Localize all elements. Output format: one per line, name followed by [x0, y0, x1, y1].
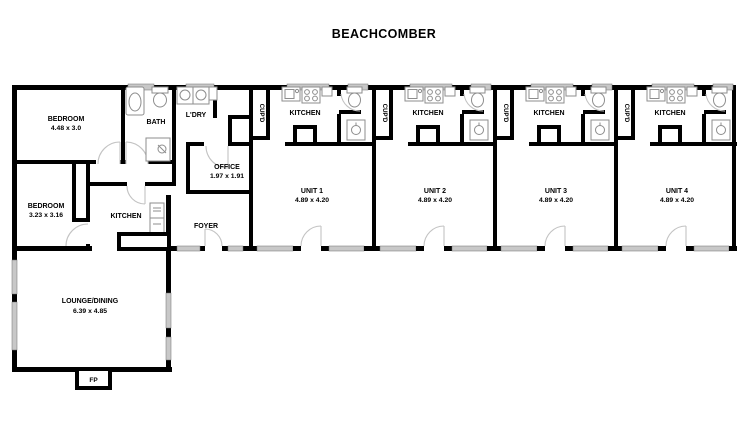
foyer-label: FOYER [194, 223, 218, 230]
lounge-dims: 6.39 x 4.85 [73, 308, 107, 315]
bedroom-1-dims: 4.48 x 3.0 [51, 125, 81, 132]
kitchen-fridge [149, 202, 165, 234]
fireplace-label: FP [89, 377, 98, 384]
doors [65, 141, 229, 247]
unit-3-kitchen-label: KITCHEN [533, 110, 564, 117]
unit-4-cupboard-label: CUP'D [623, 104, 629, 123]
unit-2-cupboard-label: CUP'D [381, 104, 387, 123]
unit-1-dims: 4.89 x 4.20 [295, 197, 329, 204]
lounge-label: LOUNGE/DINING [62, 298, 119, 305]
unit-1-label: UNIT 1 [301, 188, 323, 195]
unit-2-kitchen-label: KITCHEN [412, 110, 443, 117]
office-label: OFFICE [214, 164, 240, 171]
unit-1-kitchen-label: KITCHEN [289, 110, 320, 117]
unit-4-kitchen-label: KITCHEN [654, 110, 685, 117]
bath-label: BATH [147, 119, 166, 126]
kitchen-label: KITCHEN [110, 213, 141, 220]
unit-3-cupboard-label: CUP'D [502, 104, 508, 123]
unit-4-dims: 4.89 x 4.20 [660, 197, 694, 204]
bedroom-2-dims: 3.23 x 3.16 [29, 212, 63, 219]
unit-3-dims: 4.89 x 4.20 [539, 197, 573, 204]
kitchen-bench [117, 232, 171, 251]
bath-fixtures [125, 86, 171, 162]
windows [11, 83, 244, 361]
unit-2-dims: 4.89 x 4.20 [418, 197, 452, 204]
unit-2-label: UNIT 2 [424, 188, 446, 195]
laundry-label: L'DRY [186, 112, 207, 119]
unit-3-label: UNIT 3 [545, 188, 567, 195]
unit-4-label: UNIT 4 [666, 188, 688, 195]
laundry-fixtures [176, 86, 218, 105]
unit-labels: KITCHEN CUP'D UNIT 1 4.89 x 4.20 KITCHEN… [258, 104, 694, 204]
bedroom-1-label: BEDROOM [48, 116, 85, 123]
bedroom-2-label: BEDROOM [28, 203, 65, 210]
room-labels: BEDROOM 4.48 x 3.0 BATH L'DRY OFFICE 1.9… [28, 112, 245, 315]
plan-title: BEACHCOMBER [332, 27, 436, 41]
fireplace: FP [75, 367, 112, 390]
office-dims: 1.97 x 1.91 [210, 173, 244, 180]
unit-1-cupboard-label: CUP'D [258, 104, 264, 123]
